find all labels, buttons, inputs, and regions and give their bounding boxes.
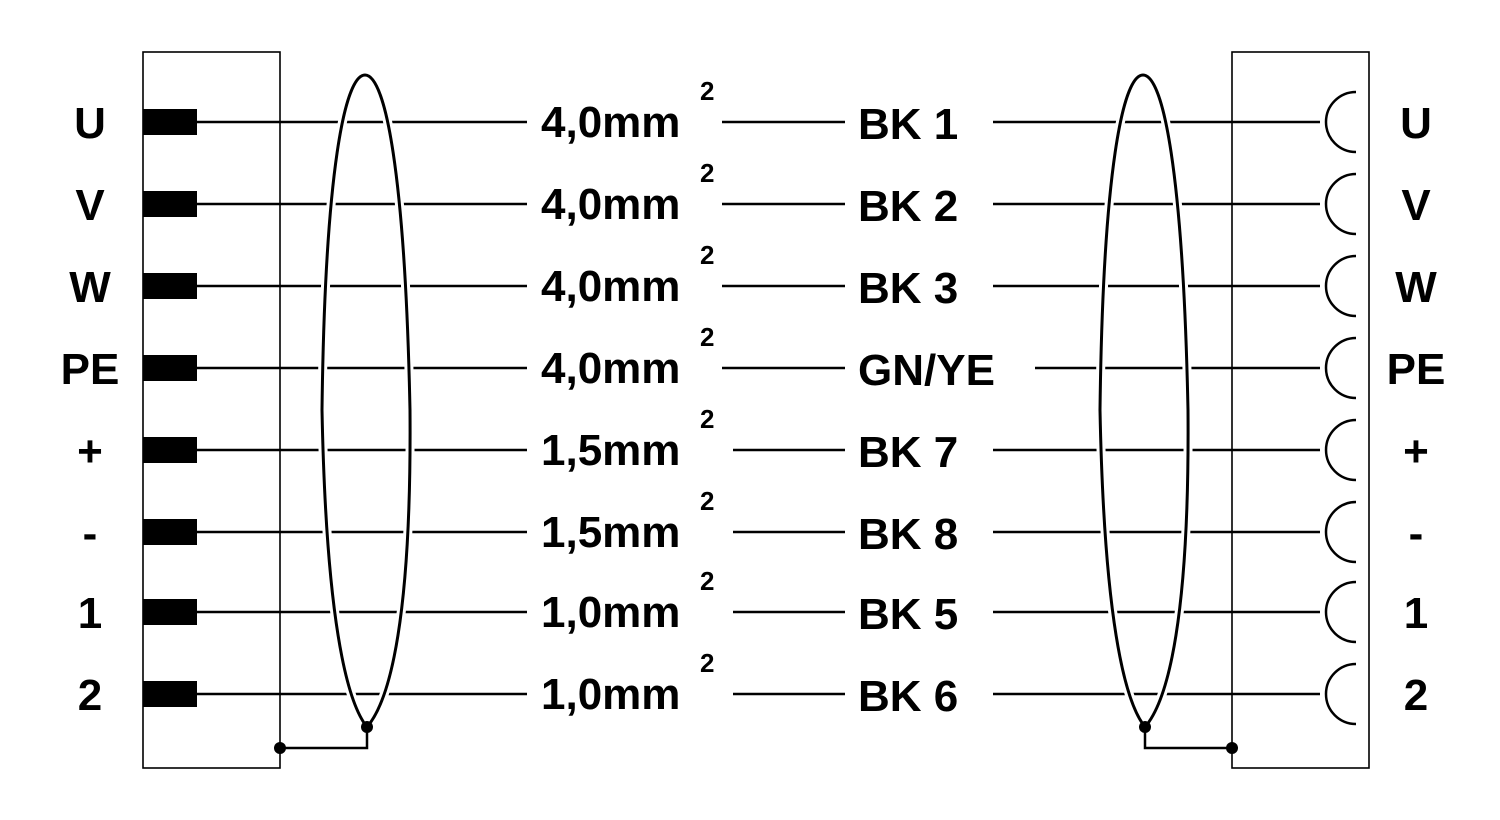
right-pin-label: -	[1409, 509, 1424, 558]
right-socket-contact	[1324, 418, 1357, 482]
labels-layer: U U 4,0mm 2 BK 1 V V 4,0mm 2 BK 2 W W 4,0mm 2 BK 3 PE PE…	[61, 76, 1446, 721]
wire-color-code: BK 8	[858, 510, 958, 559]
left-pin-contact	[143, 599, 197, 625]
right-pin-label: 1	[1404, 589, 1428, 638]
wires-layer	[143, 90, 1357, 726]
left-pin-contact	[143, 109, 197, 135]
wire-cross-section: 4,0mm	[541, 98, 680, 147]
wire-cross-section-exponent: 2	[700, 322, 714, 352]
wire-color-code: BK 3	[858, 264, 958, 313]
left-pin-label: U	[74, 99, 106, 148]
left-ground-dot	[274, 742, 286, 754]
right-socket-contact	[1324, 254, 1357, 318]
right-ground-connection	[1139, 721, 1238, 754]
wire-row	[143, 254, 1357, 318]
left-pin-contact	[143, 519, 197, 545]
wire-cross-section-exponent: 2	[700, 158, 714, 188]
left-pin-contact	[143, 355, 197, 381]
left-pin-label: -	[83, 509, 98, 558]
left-shield-dot	[361, 721, 373, 733]
left-pin-contact	[143, 437, 197, 463]
left-pin-label: 1	[78, 589, 102, 638]
shields-layer	[317, 70, 1193, 735]
right-connector-housing	[1231, 51, 1370, 769]
wire-row	[143, 500, 1357, 564]
right-pin-label: 2	[1404, 671, 1428, 720]
wire-cross-section-exponent: 2	[700, 76, 714, 106]
left-ground-connection	[274, 721, 373, 754]
wire-cross-section-exponent: 2	[700, 404, 714, 434]
left-pin-contact	[143, 191, 197, 217]
left-pin-label: PE	[61, 345, 120, 394]
right-socket-contact	[1324, 580, 1357, 644]
left-ground-wire	[280, 727, 369, 750]
right-socket-contact	[1324, 500, 1357, 564]
right-pin-label: W	[1395, 263, 1437, 312]
left-pin-label: W	[69, 263, 111, 312]
wire-cross-section-exponent: 2	[700, 240, 714, 270]
wire-color-code: BK 6	[858, 672, 958, 721]
right-shield-dot	[1139, 721, 1151, 733]
wire-cross-section: 1,5mm	[541, 508, 680, 557]
right-socket-contact	[1324, 662, 1357, 726]
right-socket-contact	[1324, 336, 1357, 400]
wire-color-code: BK 5	[858, 590, 958, 639]
right-pin-label: U	[1400, 99, 1432, 148]
wire-color-code: BK 1	[858, 100, 958, 149]
right-shield	[1098, 73, 1190, 730]
wire-cross-section-exponent: 2	[700, 648, 714, 678]
left-pin-label: V	[75, 181, 105, 230]
wire-row	[143, 90, 1357, 154]
wire-row	[143, 580, 1357, 644]
wire-cross-section-exponent: 2	[700, 566, 714, 596]
wire-cross-section: 1,5mm	[541, 426, 680, 475]
left-shield	[320, 73, 412, 730]
right-pin-label: PE	[1387, 345, 1446, 394]
wire-row	[143, 172, 1357, 236]
wire-cross-section: 1,0mm	[541, 670, 680, 719]
wire-cross-section-exponent: 2	[700, 486, 714, 516]
wire-cross-section: 4,0mm	[541, 180, 680, 229]
wire-color-code: GN/YE	[858, 346, 995, 395]
right-socket-contact	[1324, 90, 1357, 154]
right-socket-contact	[1324, 172, 1357, 236]
right-pin-label: +	[1403, 427, 1429, 476]
wire-color-code: BK 7	[858, 428, 958, 477]
wire-color-code: BK 2	[858, 182, 958, 231]
left-pin-label: +	[77, 427, 103, 476]
right-pin-label: V	[1401, 181, 1431, 230]
wire-cross-section: 4,0mm	[541, 262, 680, 311]
wire-cross-section: 1,0mm	[541, 588, 680, 637]
wire-row	[143, 418, 1357, 482]
left-connector-housing	[142, 51, 281, 769]
right-ground-wire	[1143, 727, 1232, 750]
left-connector	[142, 51, 281, 769]
left-pin-contact	[143, 681, 197, 707]
right-ground-dot	[1226, 742, 1238, 754]
left-pin-contact	[143, 273, 197, 299]
wire-row	[143, 336, 1357, 400]
right-connector	[1231, 51, 1370, 769]
wire-row	[143, 662, 1357, 726]
left-pin-label: 2	[78, 671, 102, 720]
wire-cross-section: 4,0mm	[541, 344, 680, 393]
